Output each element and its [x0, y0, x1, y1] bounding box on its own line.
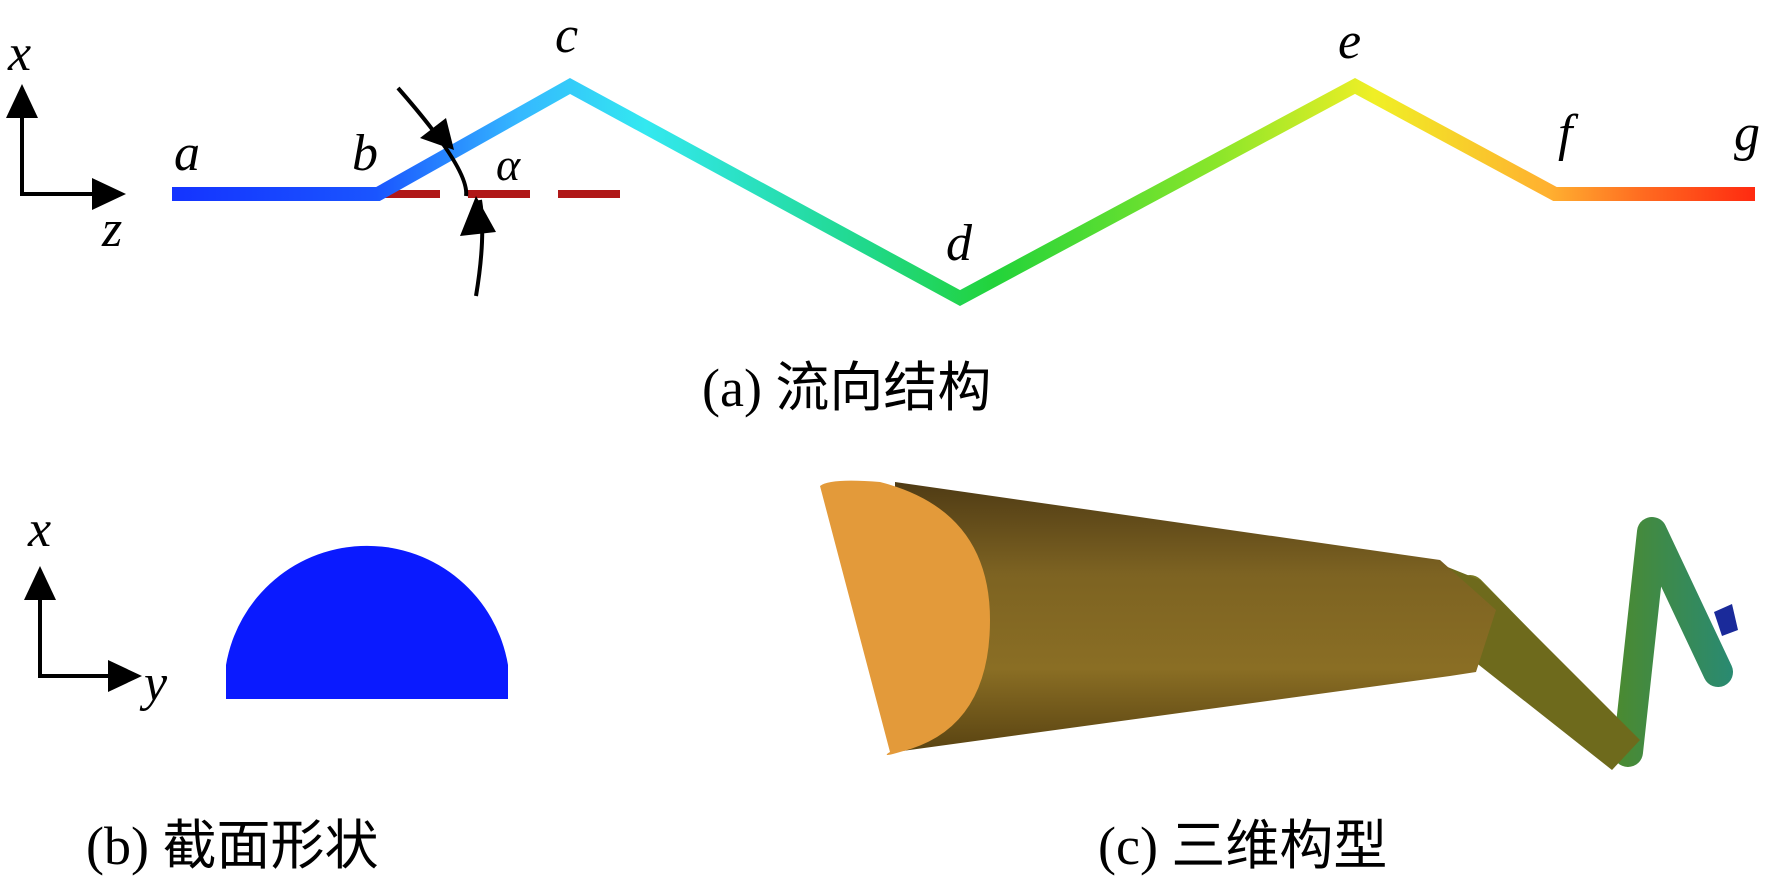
caption-c: (c) 三维构型 [1098, 816, 1387, 876]
axis-x-label-b: x [27, 501, 51, 558]
angle-arrow-upper-icon [420, 118, 454, 150]
point-label-f: f [1558, 105, 1579, 162]
panel-c: (c) 三维构型 [820, 480, 1738, 876]
point-label-b: b [352, 125, 378, 182]
semicircle-cross-section [226, 545, 508, 699]
angle-label-alpha: α [496, 139, 521, 190]
axes-xy: x y [24, 501, 168, 712]
caption-b: (b) 截面形状 [86, 816, 378, 876]
point-label-c: c [555, 7, 578, 64]
axis-y-label: y [139, 655, 168, 712]
axis-z-arrow-icon [92, 178, 126, 210]
point-label-d: d [946, 215, 973, 272]
panel-b: x y (b) 截面形状 [24, 501, 508, 876]
axis-x-label: x [7, 25, 31, 82]
caption-a: (a) 流向结构 [702, 358, 991, 418]
tube-body [895, 482, 1496, 752]
axis-z-label: z [101, 201, 122, 258]
point-label-g: g [1734, 105, 1760, 162]
point-label-e: e [1338, 13, 1361, 70]
point-label-a: a [174, 125, 200, 182]
angle-arc-upper [396, 86, 469, 197]
angle-arrow-lower-icon [460, 196, 496, 236]
axes-xz: x z [6, 25, 126, 258]
axis-y-arrow-icon [108, 660, 142, 692]
panel-a: x z a b c d e f g α (a) 流向结构 [6, 7, 1760, 418]
axis-x-arrow-icon [6, 84, 38, 118]
flow-path [172, 78, 1755, 306]
tube-end-cap [1714, 604, 1738, 636]
axis-x-arrow-icon-b [24, 566, 56, 600]
tube-cap-face [820, 480, 990, 755]
